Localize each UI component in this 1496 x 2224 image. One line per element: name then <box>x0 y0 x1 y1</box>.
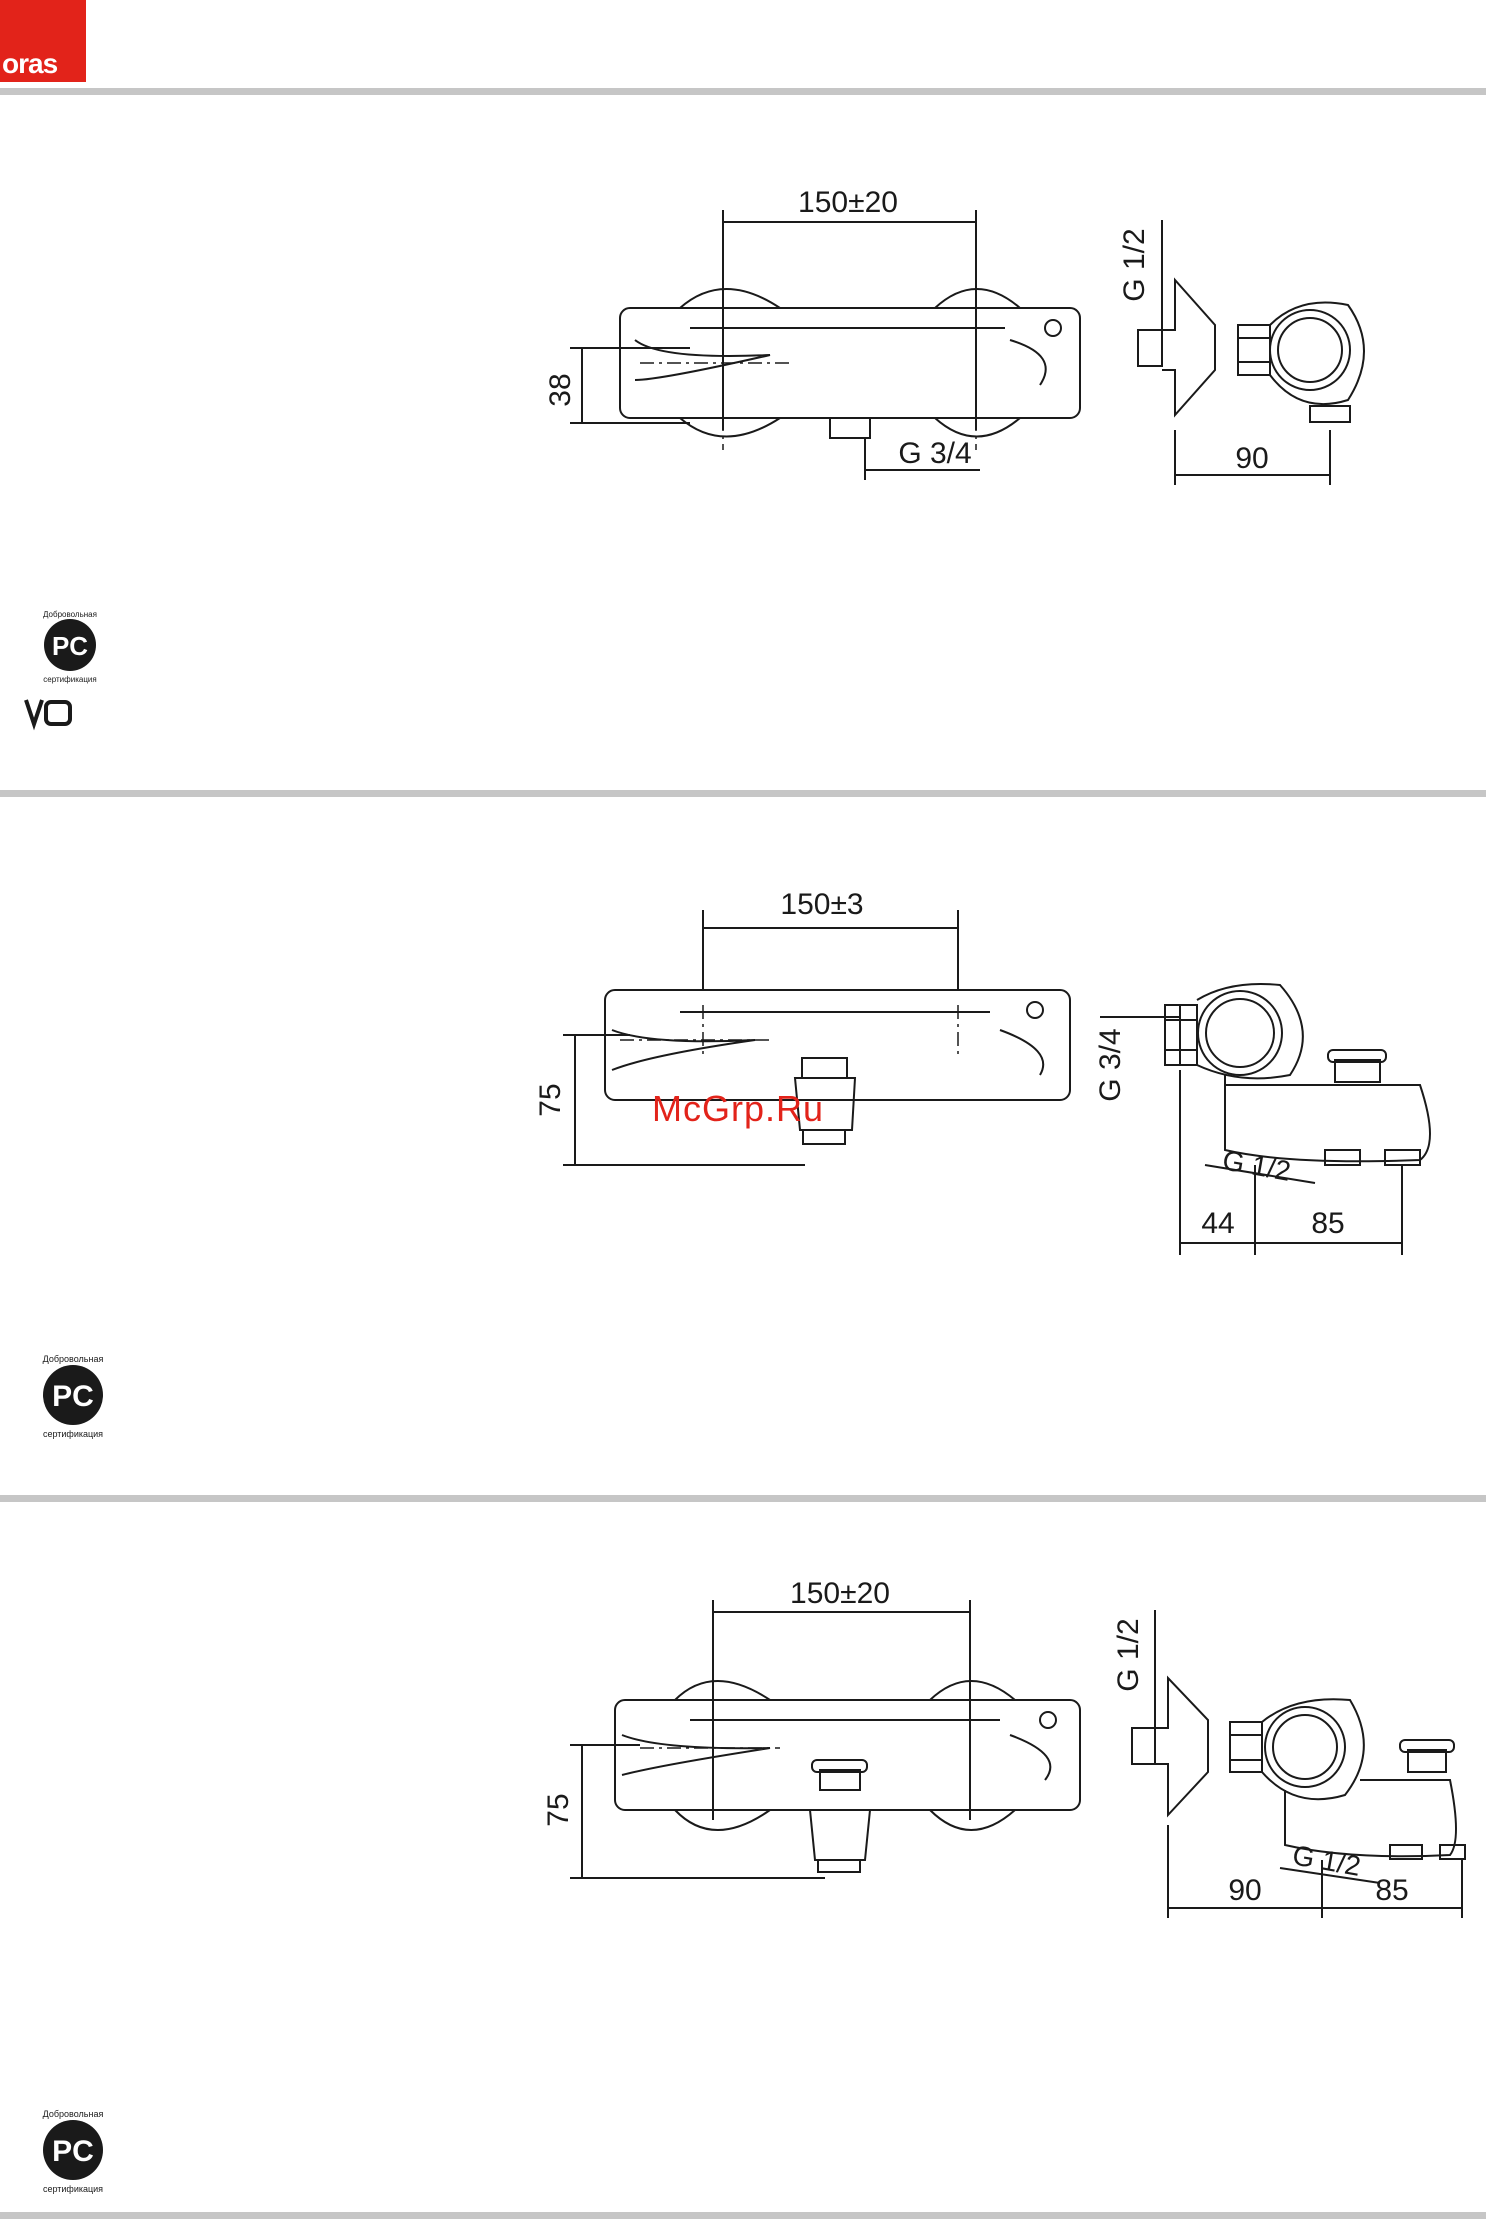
dim-a: 90 <box>1228 1874 1261 1907</box>
section-divider-1 <box>0 790 1486 797</box>
cert-text-top: Добровольная <box>43 1354 104 1364</box>
cert-text-bottom: сертификация <box>43 675 96 684</box>
rst-cert-icon: PC Добровольная сертификация <box>28 2105 118 2195</box>
dim-inlet: G 1/2 <box>1118 228 1151 301</box>
cert-text-top: Добровольная <box>43 2109 104 2119</box>
dim-b: 85 <box>1375 1874 1408 1907</box>
footer-divider <box>0 2212 1486 2219</box>
logo-text: oras <box>2 48 57 80</box>
svg-text:PC: PC <box>52 631 88 661</box>
section-divider-2 <box>0 1495 1486 1502</box>
rst-cert-icon: PC Добровольная сертификация <box>28 1350 118 1440</box>
dim-height: 38 <box>544 373 577 406</box>
svg-text:PC: PC <box>52 2135 94 2168</box>
dim-height: 75 <box>534 1083 567 1116</box>
dim-inlet: G 3/4 <box>1094 1028 1127 1101</box>
section2-front-drawing: 150±3 75 <box>530 880 1090 1180</box>
cert-text-bottom: сертификация <box>43 1429 103 1439</box>
header-divider <box>0 88 1486 95</box>
cert-text-top: Добровольная <box>43 610 97 619</box>
section3-side-drawing: G 1/2 G 1/2 90 85 <box>1090 1600 1470 1930</box>
section3-front-drawing: 150±20 75 <box>540 1570 1100 1890</box>
dim-spout: G 1/2 <box>1290 1839 1363 1881</box>
dim-width: 150±3 <box>780 888 863 921</box>
dim-outlet: G 3/4 <box>898 437 971 470</box>
cert-text-bottom: сертификация <box>43 2184 103 2194</box>
watermark: McGrp.Ru <box>652 1088 824 1130</box>
dim-a: 44 <box>1201 1207 1234 1240</box>
svg-text:PC: PC <box>52 1380 94 1413</box>
vd-cert-icon <box>24 698 74 728</box>
dim-width: 150±20 <box>790 1577 890 1610</box>
dim-width: 150±20 <box>798 186 898 219</box>
oras-logo: oras <box>0 0 86 82</box>
dim-depth: 90 <box>1235 442 1268 475</box>
rst-cert-icon: PC Добровольная сертификация <box>30 605 110 685</box>
dim-inlet: G 1/2 <box>1112 1618 1145 1691</box>
section1-side-drawing: G 1/2 90 <box>1100 210 1360 490</box>
section1-front-drawing: 150±20 38 G 3/4 <box>540 180 1100 500</box>
section2-side-drawing: G 3/4 G 1/2 44 85 <box>1090 965 1450 1265</box>
dim-height: 75 <box>542 1793 575 1826</box>
dim-b: 85 <box>1311 1207 1344 1240</box>
dim-spout: G 1/2 <box>1220 1144 1293 1186</box>
